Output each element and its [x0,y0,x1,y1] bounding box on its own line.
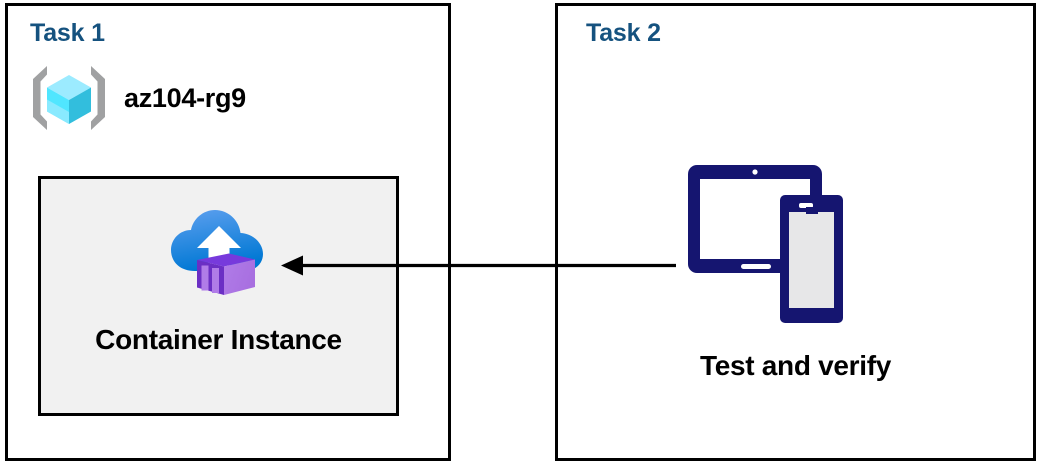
azure-resource-group-icon [33,66,105,130]
resource-group-row: az104-rg9 [30,62,246,134]
task-2-heading: Task 2 [586,19,661,47]
tablet-and-phone-icon [688,165,843,323]
azure-container-instance-icon [170,210,263,295]
test-and-verify-label: Test and verify [699,350,892,381]
task-1-heading: Task 1 [30,19,105,47]
resource-group-label: az104-rg9 [124,82,246,113]
container-instance-label: Container Instance [95,324,342,355]
container-instance-box: Container Instance [38,176,399,416]
